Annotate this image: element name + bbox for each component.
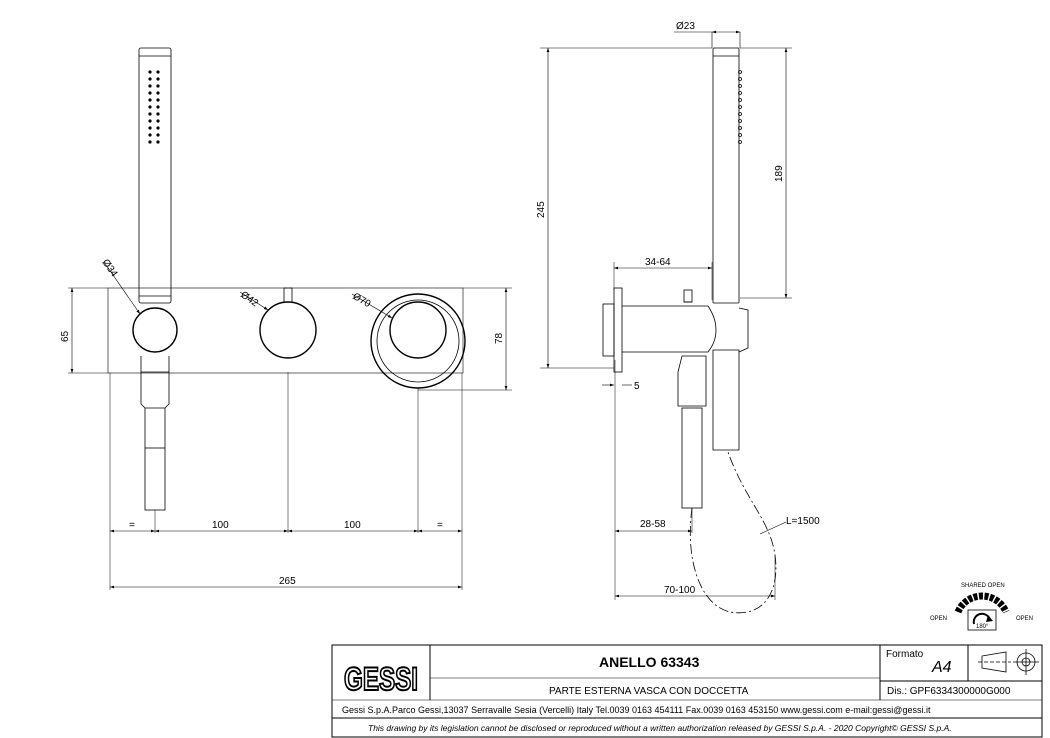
side-hand-shower xyxy=(712,47,740,304)
dim-eq-left-label: = xyxy=(129,520,135,531)
dim-d70-label: Ø70 xyxy=(351,291,373,310)
dim-eq-right-label: = xyxy=(437,520,443,531)
dim-depth-70-100-label: 70-100 xyxy=(664,585,696,596)
operation-label-right: OPEN xyxy=(1016,616,1033,622)
shower-holder-knob xyxy=(132,307,178,353)
operation-label-angle: 180° xyxy=(976,624,989,630)
product-name: ANELLO 63343 xyxy=(599,654,700,670)
front-view-dimensions xyxy=(70,261,508,589)
format-value: A4 xyxy=(931,659,952,676)
dim-total-width-label: 265 xyxy=(279,576,296,587)
hose-pipe-front xyxy=(144,447,166,511)
mixer-knob xyxy=(389,301,447,359)
diverter-pin xyxy=(283,287,293,303)
title-block-text: ANELLO 63343 PARTE ESTERNA VASCA CON DOC… xyxy=(342,649,1011,733)
side-main-body xyxy=(622,305,717,353)
dim-d34-label: Ø34 xyxy=(100,257,120,279)
dim-height-78-label: 78 xyxy=(494,332,505,344)
dim-height-65-label: 65 xyxy=(60,330,71,342)
hand-shower-body xyxy=(138,47,172,304)
operation-label-left: OPEN xyxy=(930,616,947,622)
dim-height-245-label: 245 xyxy=(536,201,547,218)
dim-depth-34-64-label: 34-64 xyxy=(645,257,671,268)
dim-plate-5-label: 5 xyxy=(634,381,640,392)
dim-hose-length-label: L=1500 xyxy=(786,516,820,527)
projection-symbol-icon xyxy=(978,649,1039,675)
format-label: Formato xyxy=(886,649,924,660)
side-view-labels: Ø23 245 189 34-64 5 28-58 70-100 L=1500 xyxy=(536,21,820,596)
side-nozzles xyxy=(738,70,742,144)
side-hose-connector xyxy=(677,355,707,407)
side-wall-plate xyxy=(613,287,623,373)
dim-d23-label: Ø23 xyxy=(676,21,695,32)
mixer-ring-inner xyxy=(376,299,460,383)
side-body xyxy=(602,303,615,357)
operation-label-top: SHARED OPEN xyxy=(961,583,1005,589)
title-block xyxy=(331,644,1043,738)
product-description: PARTE ESTERNA VASCA CON DOCCETTA xyxy=(549,686,749,697)
gessi-logo: GESSI xyxy=(343,660,419,698)
dim-spacing-2-label: 100 xyxy=(344,520,361,531)
dim-d42-label: Ø42 xyxy=(238,289,260,309)
svg-text:GESSI: GESSI xyxy=(344,661,418,697)
operation-symbol: SHARED OPEN OPEN OPEN 180° xyxy=(930,583,1033,631)
dim-spacing-1-label: 100 xyxy=(212,520,229,531)
front-view xyxy=(68,47,512,590)
front-view-labels: Ø34 Ø42 Ø70 65 78 = 100 100 = 265 xyxy=(60,257,505,587)
dim-height-189-label: 189 xyxy=(774,165,785,182)
drawing-number: Dis.: GPF6334300000G000 xyxy=(887,686,1011,697)
side-view-dimensions xyxy=(546,30,788,598)
diverter-knob xyxy=(259,301,317,359)
hose-curve xyxy=(689,451,777,614)
copyright-notice: This drawing by its legislation cannot b… xyxy=(368,723,952,733)
shower-nozzles xyxy=(148,70,160,144)
operation-box xyxy=(967,609,997,631)
dim-depth-28-58-label: 28-58 xyxy=(640,519,666,530)
mixer-ring xyxy=(370,293,466,389)
side-view xyxy=(540,47,792,614)
company-info: Gessi S.p.A.Parco Gessi,13037 Serravalle… xyxy=(342,705,931,715)
